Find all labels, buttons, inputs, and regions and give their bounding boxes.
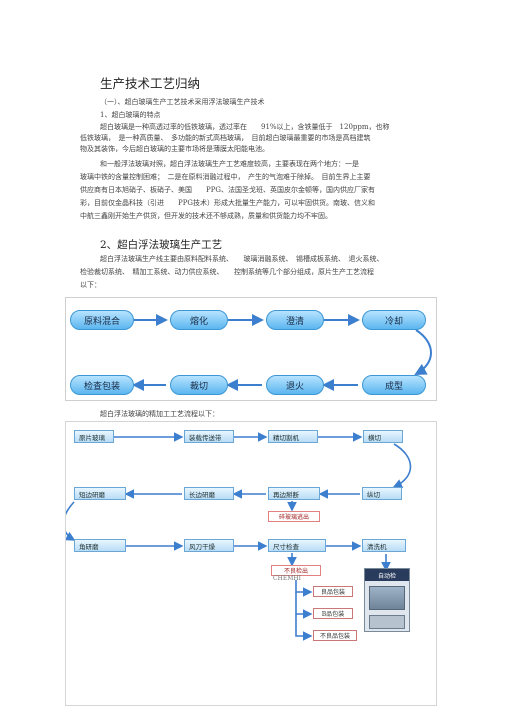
paragraph-line: 以下： [80,281,101,289]
paragraph-line: 供应商有日本旭硝子、板硝子、美国 PPG、法国圣戈班、英国皮尔金顿等，国内供应厂… [80,186,376,194]
step-raw-glass: 原片玻璃 [74,430,114,443]
section-heading-2: 2、超白浮法玻璃生产工艺 [100,239,223,251]
step-precision-cutter: 精切割机 [268,430,318,443]
step-short-edge-grind: 短边研磨 [74,487,126,500]
paragraph-line: 超白玻璃是一种高透过率的低铁玻璃，透过率在 91%以上，含铁量低于 120ppm… [100,123,390,131]
reject-defect: 不良检出 [271,565,321,576]
inspection-machine-image: 自动检 [364,568,410,632]
paragraph-line: 玻璃中铁的含量控制困难； 二是在原料消融过程中， 产生的气泡难于除掉。 目前生界… [80,173,371,181]
step-washer: 清洗机 [362,539,406,552]
paragraph-line: 彩，目前仅金晶科技（引进 PPG技术）形成大批量生产能力，可以牢固供货。南玻、信… [80,199,376,207]
paragraph-line: 低铁玻璃， 是一种高质量、 多功能的新式高档玻璃， 目前超白玻璃最重要的市场是高… [80,134,371,142]
step-cutting: 裁切 [170,375,228,395]
machine-label: 自动检 [365,569,409,581]
flowchart-production: 原料混合 熔化 澄清 冷却 检查包装 裁切 退火 成型 [65,297,437,401]
step-cross-cut: 横切 [363,430,403,443]
overlay-text: CHEMHI [273,575,301,582]
step-forming: 成型 [362,375,426,395]
step-melting: 熔化 [170,310,228,330]
paragraph-line: 检验裁切系统、 精加工系统、动力供应系统、 控制系统等几个部分组成，原片生产工艺… [80,268,374,276]
step-long-edge-grind: 长边研磨 [184,487,234,500]
step-raw-mixing: 原料混合 [70,310,134,330]
paragraph-line: 超白浮法玻璃的精加工工艺流程以下： [100,410,219,418]
flow-arrows [132,314,432,391]
step-refining: 澄清 [266,310,324,330]
finishing-arrows [66,432,412,641]
paragraph-line: 和一般浮法玻璃对照，超白浮法玻璃生产工艺难度较高，主要表现在两个地方：一是 [100,160,359,168]
step-annealing: 退火 [266,375,324,395]
product-good-pack: 良品包装 [313,586,353,597]
machine-base [369,615,405,629]
step-edge-break: 再边掰断 [268,487,320,500]
paragraph-line: 物及其装饰，今后超白玻璃的主要市场将是薄膜太阳能电池。 [80,145,269,153]
paragraph-line: 超白浮法玻璃生产线主要由原料配料系统、 玻璃消融系统、 锡槽成板系统、 退火系统… [100,255,384,263]
step-inspect-pack: 检查包装 [70,375,134,395]
reject-cullet: 碎玻璃逃出 [268,511,320,522]
step-loading-conveyor: 装载传送带 [184,430,234,443]
step-cooling: 冷却 [362,310,426,330]
subheading: 1、超白玻璃的特点 [100,111,161,119]
paragraph-line: 中航三鑫刚开始生产供货，但开发的技术还不够成熟，质量和供货能力均不牢固。 [80,212,332,220]
machine-screen [369,586,405,610]
step-corner-grind: 角研磨 [74,539,126,552]
page-title: 生产技术工艺归纳 [100,76,201,91]
section-heading: （一）、超白玻璃生产工艺技术采用浮法玻璃生产技术 [100,98,265,106]
step-size-check: 尺寸检查 [268,539,326,552]
flowchart-finishing: 原片玻璃 装载传送带 精切割机 横切 短边研磨 长边研磨 再边掰断 纵切 碎玻璃… [65,421,437,706]
step-air-knife-dry: 风刀干燥 [184,539,234,552]
product-b-pack: B品包装 [313,608,353,619]
product-reject-pack: 不良品包装 [313,630,357,641]
step-long-cut: 纵切 [362,487,402,500]
